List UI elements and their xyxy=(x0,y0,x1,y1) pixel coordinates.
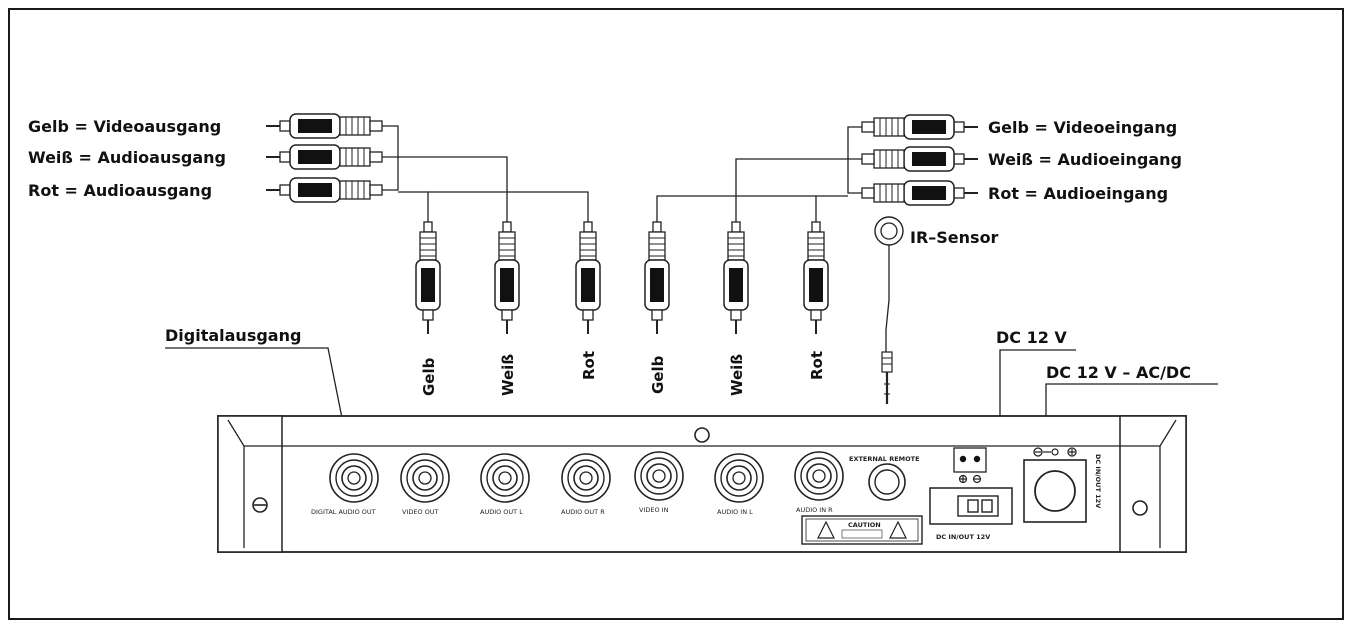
label-audio-out-white: Weiß = Audioausgang xyxy=(28,148,226,167)
rca-plug-white-in xyxy=(861,146,979,172)
label-audio-out-red: Rot = Audioausgang xyxy=(28,181,212,200)
rca-plug-vertical xyxy=(644,221,670,335)
label-video-out: Gelb = Videoausgang xyxy=(28,117,221,136)
rca-plug-yellow-in xyxy=(861,114,979,140)
audio-in-l-jack xyxy=(714,453,764,503)
rca-plug-vertical xyxy=(803,221,829,335)
video-out-jack xyxy=(400,453,450,503)
dc-inout-vertical-label: DC IN/OUT 12V xyxy=(1094,454,1102,508)
plug-label: Rot xyxy=(580,351,598,380)
external-remote-socket xyxy=(868,463,906,501)
panel-label: AUDIO OUT R xyxy=(561,508,605,516)
label-dc-12v: DC 12 V xyxy=(996,328,1067,347)
panel-label: AUDIO OUT L xyxy=(480,508,523,516)
label-ir-sensor: IR–Sensor xyxy=(910,228,999,247)
output-plug-group xyxy=(265,113,383,203)
rca-plug-vertical xyxy=(575,221,601,335)
input-plug-group xyxy=(861,114,979,206)
plug-label: Weiß xyxy=(499,354,517,396)
video-in-jack xyxy=(634,451,684,501)
rca-plug-yellow-out xyxy=(265,113,383,139)
rca-plug-vertical xyxy=(494,221,520,335)
vertical-plug-row xyxy=(415,221,829,335)
panel-label: AUDIO IN R xyxy=(796,506,833,514)
audio-out-r-jack xyxy=(561,453,611,503)
panel-label: DIGITAL AUDIO OUT xyxy=(311,508,376,516)
plug-label: Gelb xyxy=(649,355,667,394)
audio-in-r-jack xyxy=(794,451,844,501)
label-audio-in-red: Rot = Audioeingang xyxy=(988,184,1168,203)
rca-plug-red-out xyxy=(265,177,383,203)
rca-plug-vertical xyxy=(723,221,749,335)
plug-label: Rot xyxy=(808,351,826,380)
digital-audio-out-jack xyxy=(329,453,379,503)
panel-label: VIDEO OUT xyxy=(402,508,439,516)
diagram-frame xyxy=(8,8,1344,620)
label-dc-acdc: DC 12 V – AC/DC xyxy=(1046,363,1191,382)
dc-inout-connector: DC IN/OUT 12V xyxy=(929,447,1013,541)
plug-label: Gelb xyxy=(420,357,438,396)
label-video-in: Gelb = Videoeingang xyxy=(988,118,1177,137)
rca-plug-vertical xyxy=(415,221,441,335)
ir-sensor xyxy=(874,216,904,404)
dc-power-socket: DC IN/OUT 12V xyxy=(1023,447,1102,523)
panel-label: VIDEO IN xyxy=(639,506,669,514)
label-digital-out: Digitalausgang xyxy=(165,326,301,345)
label-audio-in-white: Weiß = Audioeingang xyxy=(988,150,1182,169)
plug-label: Weiß xyxy=(728,354,746,396)
caution-label: CAUTION xyxy=(801,515,923,545)
panel-label: AUDIO IN L xyxy=(717,508,753,516)
caution-text: CAUTION xyxy=(848,521,881,529)
audio-out-l-jack xyxy=(480,453,530,503)
rca-plug-white-out xyxy=(265,144,383,170)
panel-label: EXTERNAL REMOTE xyxy=(849,455,920,463)
dc-inout-label: DC IN/OUT 12V xyxy=(936,533,990,541)
input-cables xyxy=(656,126,862,236)
rca-plug-red-in xyxy=(861,180,979,206)
output-cables xyxy=(382,125,589,236)
